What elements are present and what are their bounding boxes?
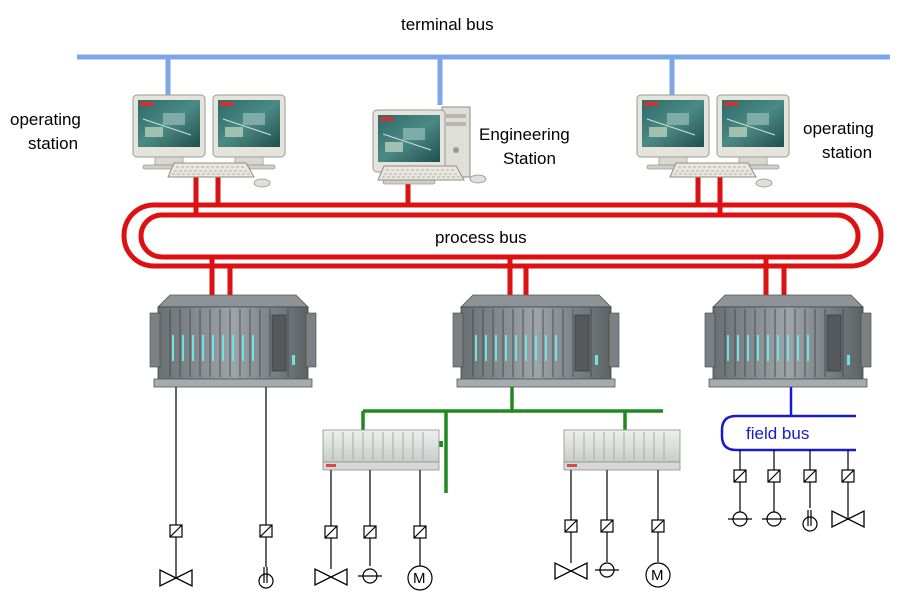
transmitter-icon	[733, 469, 747, 483]
process-bus-inner	[138, 212, 861, 260]
operating-station-right-label-line2: station	[822, 143, 873, 162]
terminal-bus-label: terminal bus	[401, 15, 494, 34]
engineering-station-label-line1: Engineering	[479, 125, 570, 144]
valve-icon	[554, 562, 588, 580]
transmitter-icon	[651, 519, 665, 533]
mouse-icon	[755, 178, 773, 188]
operating-station-right	[636, 94, 790, 188]
operating-station-left	[132, 94, 286, 188]
flow-sensor-icon	[761, 511, 787, 527]
level-sensor-icon	[258, 566, 274, 589]
keyboard-icon	[377, 165, 465, 181]
flow-sensor-icon	[727, 511, 753, 527]
motor-label: M	[651, 567, 664, 584]
transmitter-icon	[413, 525, 427, 539]
keyboard-icon	[669, 162, 757, 178]
transmitter-icon	[259, 524, 273, 538]
field-bus-line	[720, 387, 856, 452]
transmitter-icon	[564, 519, 578, 533]
transmitter-icon	[803, 469, 817, 483]
mouse-icon	[253, 178, 271, 188]
automation-system-middle	[452, 294, 620, 388]
motor-label: M	[413, 570, 426, 587]
monitor-icon	[636, 94, 710, 170]
mouse-icon	[469, 174, 487, 184]
monitor-icon	[132, 94, 206, 170]
transmitter-icon	[600, 519, 614, 533]
valve-icon	[314, 568, 348, 586]
transmitter-icon	[767, 469, 781, 483]
engineering-station-label-line2: Station	[503, 149, 556, 168]
flow-sensor-icon	[357, 568, 383, 584]
motor-icon	[407, 565, 433, 591]
process-bus-label: process bus	[435, 228, 527, 247]
keyboard-icon	[167, 162, 255, 178]
automation-system-left	[149, 294, 317, 388]
engineering-station	[372, 106, 487, 185]
motor-icon	[645, 562, 671, 588]
transmitter-icon	[169, 524, 183, 538]
transmitter-icon	[324, 525, 338, 539]
transmitter-icon	[363, 525, 377, 539]
operating-station-left-label-line2: station	[28, 134, 79, 153]
remote-io-right	[563, 429, 681, 471]
field-bus-label: field bus	[746, 424, 810, 443]
profibus-dp-line	[361, 387, 663, 493]
level-sensor-icon	[802, 509, 818, 532]
automation-system-right	[704, 294, 872, 388]
operating-station-left-label-line1: operating	[10, 110, 81, 129]
transmitter-icon	[841, 469, 855, 483]
flow-sensor-icon	[594, 562, 620, 578]
monitor-icon	[212, 94, 286, 170]
remote-io-left	[322, 429, 440, 471]
process-bus-outer	[121, 202, 884, 269]
monitor-icon	[716, 94, 790, 170]
operating-station-right-label-line1: operating	[803, 119, 874, 138]
